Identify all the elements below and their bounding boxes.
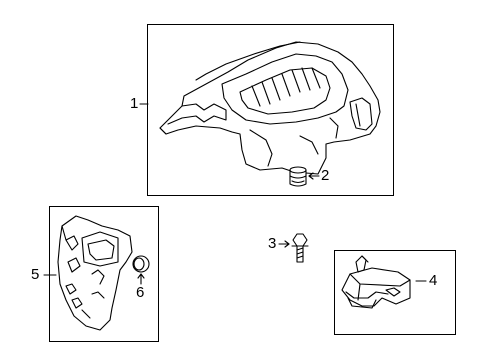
arrow-6 xyxy=(137,273,145,279)
bracket-part xyxy=(341,255,411,309)
insulator-part xyxy=(132,255,150,273)
callout-bracket: 4 xyxy=(429,272,438,289)
side-shield-frame xyxy=(49,206,159,342)
callout-insulator: 6 xyxy=(136,284,145,301)
bolt-part xyxy=(291,233,309,263)
arrow-2 xyxy=(308,172,314,180)
callout-engine-cover: 1 xyxy=(130,95,139,112)
engine-cover-part xyxy=(159,41,381,175)
callout-grommet: 2 xyxy=(321,167,330,184)
callout-bolt: 3 xyxy=(268,235,277,252)
grommet-part xyxy=(289,166,307,187)
callout-side-shield: 5 xyxy=(31,266,40,283)
engine-cover-frame xyxy=(147,24,394,196)
bracket-frame xyxy=(334,250,456,335)
side-shield-part xyxy=(57,215,133,331)
arrow-3 xyxy=(284,240,290,248)
